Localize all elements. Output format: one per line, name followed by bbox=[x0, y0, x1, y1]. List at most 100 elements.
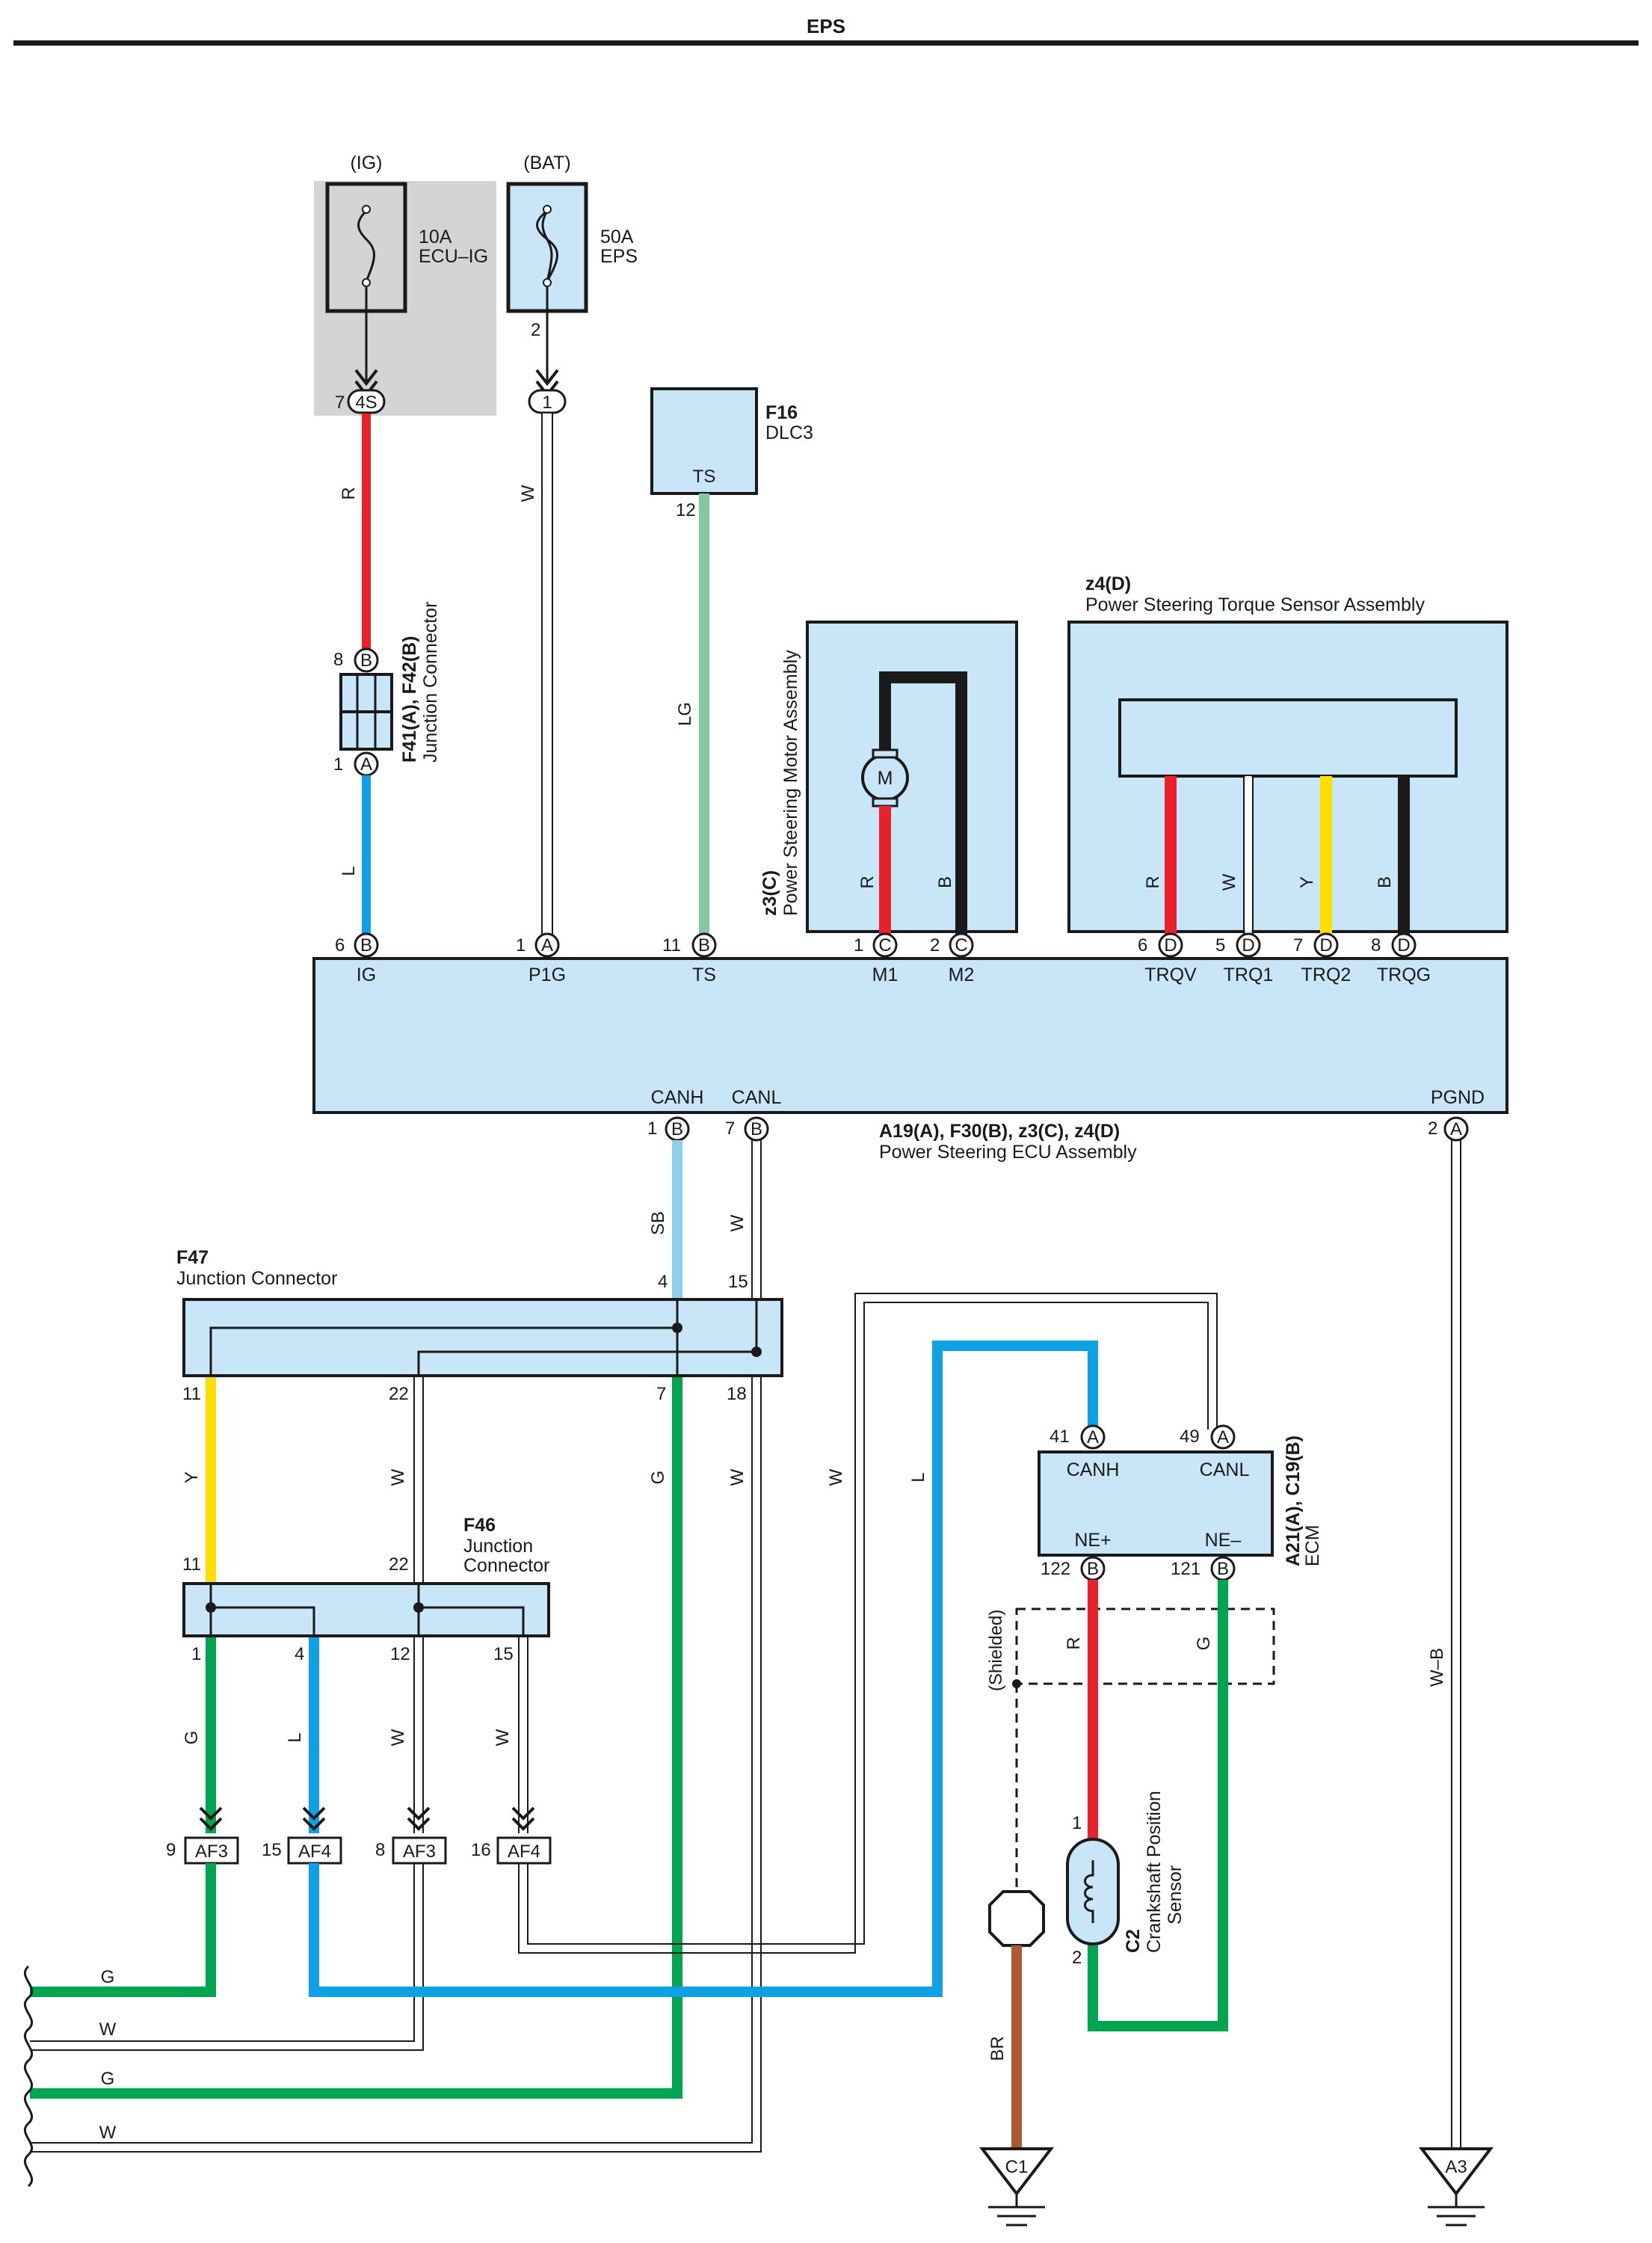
ecu-pin-canh: CANH 1 B bbox=[647, 1087, 703, 1142]
svg-text:B: B bbox=[360, 935, 372, 956]
wire-color-label: L bbox=[908, 1472, 928, 1482]
ecu-pin-m1: 1 C M1 bbox=[854, 932, 899, 985]
wire-color-label: W bbox=[727, 1468, 748, 1486]
wire-b-motor bbox=[879, 671, 967, 935]
wire-color-label: LG bbox=[675, 702, 695, 726]
wire-g-bottom bbox=[30, 1863, 216, 1997]
ecu-pin-trq2: 7 D TRQ2 bbox=[1293, 932, 1352, 985]
splice-af3-8: 8 AF3 bbox=[375, 1806, 447, 1865]
svg-text:8: 8 bbox=[375, 1840, 385, 1860]
ecm-pin-nem: 121 B bbox=[1171, 1556, 1236, 1581]
wire-color-label: B bbox=[935, 876, 955, 888]
svg-text:11: 11 bbox=[662, 935, 681, 956]
fuse-50a-name: EPS bbox=[600, 246, 638, 267]
svg-text:15: 15 bbox=[262, 1840, 282, 1860]
pin-label: 1 bbox=[333, 754, 343, 775]
svg-text:TRQ2: TRQ2 bbox=[1301, 964, 1352, 985]
f47-id: F47 bbox=[176, 1247, 209, 1268]
wire-color-label: W–B bbox=[1427, 1648, 1447, 1687]
pin-label: 12 bbox=[676, 500, 696, 520]
f46-name: Junction bbox=[463, 1536, 533, 1557]
svg-text:A: A bbox=[1217, 1427, 1229, 1447]
wire-color-label: G bbox=[101, 2069, 115, 2089]
svg-text:C: C bbox=[878, 935, 891, 956]
svg-text:M1: M1 bbox=[872, 964, 899, 985]
splice-af4-15: 15 AF4 bbox=[262, 1806, 342, 1865]
wire-color-label: W bbox=[99, 2123, 117, 2143]
c2-name: Sensor bbox=[1165, 1865, 1186, 1924]
wire-color-label: R bbox=[1143, 876, 1163, 888]
wire-color-label: W bbox=[826, 1468, 846, 1486]
ecm-name: ECM bbox=[1302, 1524, 1323, 1566]
wire-color-label: G bbox=[182, 1731, 202, 1745]
svg-text:1: 1 bbox=[647, 1119, 657, 1139]
connector-1-label: 1 bbox=[542, 393, 552, 413]
pin-label: 7 bbox=[335, 393, 345, 413]
wire-w-to-ecm-canl bbox=[518, 1293, 1218, 1954]
svg-text:1: 1 bbox=[516, 935, 526, 956]
ecu-pin-trq1: 5 D TRQ1 bbox=[1215, 932, 1274, 985]
wire-color-label: W bbox=[1219, 873, 1239, 890]
wire-color-label: W bbox=[388, 1729, 408, 1746]
svg-text:A: A bbox=[1450, 1119, 1462, 1139]
header-rule bbox=[13, 40, 1639, 46]
wire-color-label: R bbox=[1064, 1637, 1084, 1649]
shield-box bbox=[1015, 1607, 1275, 1685]
ecu-pin-trqv: 6 D TRQV bbox=[1138, 932, 1197, 985]
svg-text:TS: TS bbox=[692, 964, 716, 985]
z3-motor-assembly bbox=[806, 621, 1018, 933]
wire-color-label: G bbox=[648, 1471, 668, 1485]
svg-text:7: 7 bbox=[725, 1119, 735, 1139]
svg-text:1: 1 bbox=[854, 935, 863, 956]
svg-text:B: B bbox=[751, 1119, 762, 1139]
wire-color-label: W bbox=[727, 1214, 748, 1231]
wire-color-label: W bbox=[99, 2019, 117, 2040]
ecm-id: A21(A), C19(B) bbox=[1283, 1436, 1304, 1566]
svg-text:CANL: CANL bbox=[732, 1087, 782, 1108]
wire-color-label: Y bbox=[182, 1471, 202, 1483]
pin-label: 12 bbox=[390, 1644, 410, 1664]
wire-color-label: Y bbox=[1297, 876, 1317, 888]
pin-label: 15 bbox=[493, 1644, 514, 1664]
crankshaft-position-sensor bbox=[1066, 1838, 1120, 1945]
f16-dlc3 bbox=[650, 387, 758, 495]
svg-text:A: A bbox=[1087, 1427, 1099, 1447]
svg-text:5: 5 bbox=[1215, 935, 1225, 956]
svg-text:B: B bbox=[1217, 1559, 1229, 1579]
wire-break-symbol bbox=[23, 1965, 34, 2188]
ecu-pin-p1g: 1 A P1G bbox=[516, 932, 566, 985]
wire-w-f47-18 bbox=[30, 1377, 762, 2153]
svg-text:6: 6 bbox=[335, 935, 345, 956]
svg-text:D: D bbox=[1242, 935, 1254, 956]
svg-text:C1: C1 bbox=[1005, 2157, 1029, 2177]
pin-label: 22 bbox=[389, 1554, 409, 1575]
svg-text:TRQV: TRQV bbox=[1144, 964, 1197, 985]
f47-bus-canl bbox=[417, 1301, 758, 1376]
f41-name: Junction Connector bbox=[420, 602, 441, 763]
pin-label: 15 bbox=[728, 1272, 748, 1292]
connector-4s bbox=[347, 389, 386, 414]
svg-text:D: D bbox=[1397, 935, 1410, 956]
svg-text:8: 8 bbox=[1371, 935, 1381, 956]
ecu-id: A19(A), F30(B), z3(C), z4(D) bbox=[879, 1121, 1120, 1142]
bat-source-label: (BAT) bbox=[523, 153, 570, 173]
svg-text:2: 2 bbox=[1428, 1119, 1437, 1139]
connector-1 bbox=[528, 389, 567, 414]
ecu-pin-canl: CANL 7 B bbox=[725, 1087, 782, 1142]
pin-label: 4 bbox=[295, 1644, 304, 1664]
ecu-pin-ts: 11 B TS bbox=[662, 932, 717, 985]
wire-color-label: W bbox=[493, 1729, 513, 1746]
wire-w-bottom bbox=[30, 1863, 424, 2051]
torque-sensor-element bbox=[1118, 698, 1458, 778]
svg-text:A3: A3 bbox=[1445, 2157, 1467, 2177]
ecu-pin-pgnd: PGND 2 A bbox=[1428, 1087, 1485, 1142]
svg-text:TRQ1: TRQ1 bbox=[1224, 964, 1274, 985]
wire-color-label: R bbox=[339, 487, 359, 499]
pin-label: 22 bbox=[389, 1384, 409, 1404]
f16-id: F16 bbox=[765, 402, 798, 423]
z3-name: Power Steering Motor Assembly bbox=[780, 650, 801, 916]
z3-id: z3(C) bbox=[759, 870, 780, 916]
wire-g-f47-7 bbox=[30, 1377, 682, 2099]
power-steering-ecu bbox=[312, 957, 1508, 1114]
wire-color-label: G bbox=[1194, 1637, 1214, 1651]
